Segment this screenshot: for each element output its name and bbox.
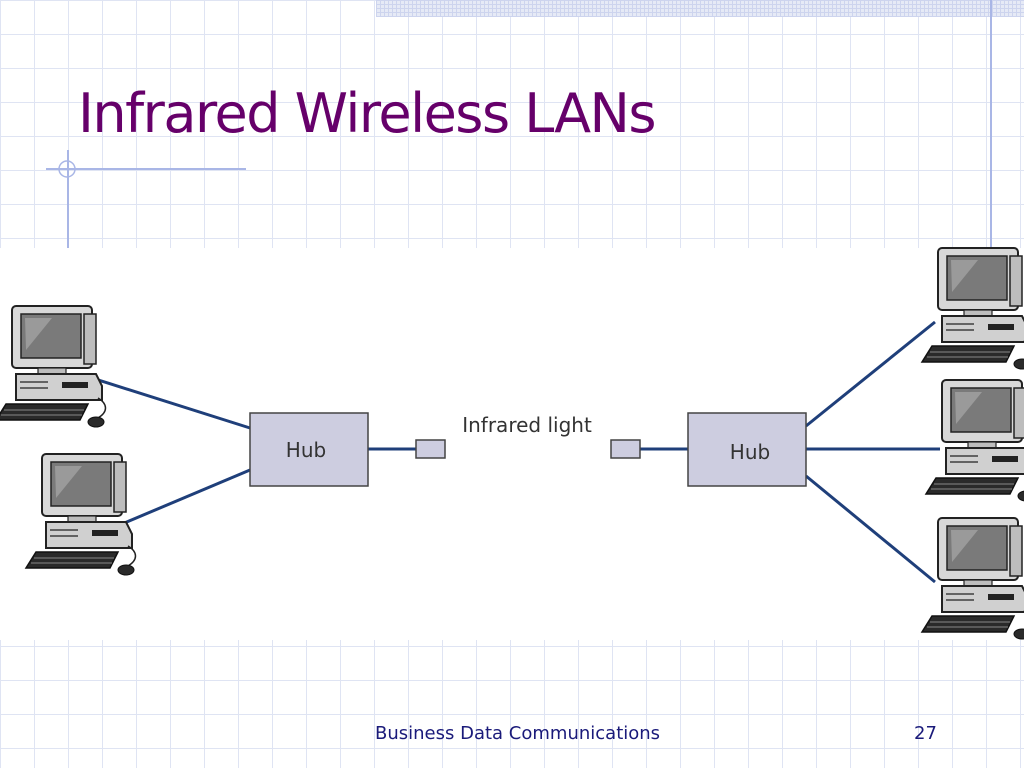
computer-icon — [25, 453, 137, 576]
diagram-background — [0, 248, 1024, 640]
hub-right-label: Hub — [730, 440, 770, 464]
computer-icon — [0, 305, 107, 428]
infrared-light-label: Infrared light — [462, 413, 592, 437]
title-underline-rule — [46, 168, 246, 170]
hub-right — [687, 412, 807, 487]
computer-icon — [921, 517, 1024, 640]
hub-left — [249, 412, 369, 487]
computer-icon — [925, 379, 1024, 502]
hub-left-label: Hub — [286, 438, 326, 462]
page-number: 27 — [914, 723, 937, 744]
computer-icon — [921, 247, 1024, 370]
crosshair-icon — [58, 160, 76, 178]
left-vertical-rule — [67, 150, 69, 248]
footer-text: Business Data Communications — [375, 723, 661, 744]
top-decorative-band — [376, 0, 1024, 17]
slide-title: Infrared Wireless LANs — [78, 82, 657, 145]
ir-transceiver-left — [415, 439, 446, 459]
right-vertical-rule — [990, 0, 992, 250]
ir-transceiver-right — [610, 439, 641, 459]
